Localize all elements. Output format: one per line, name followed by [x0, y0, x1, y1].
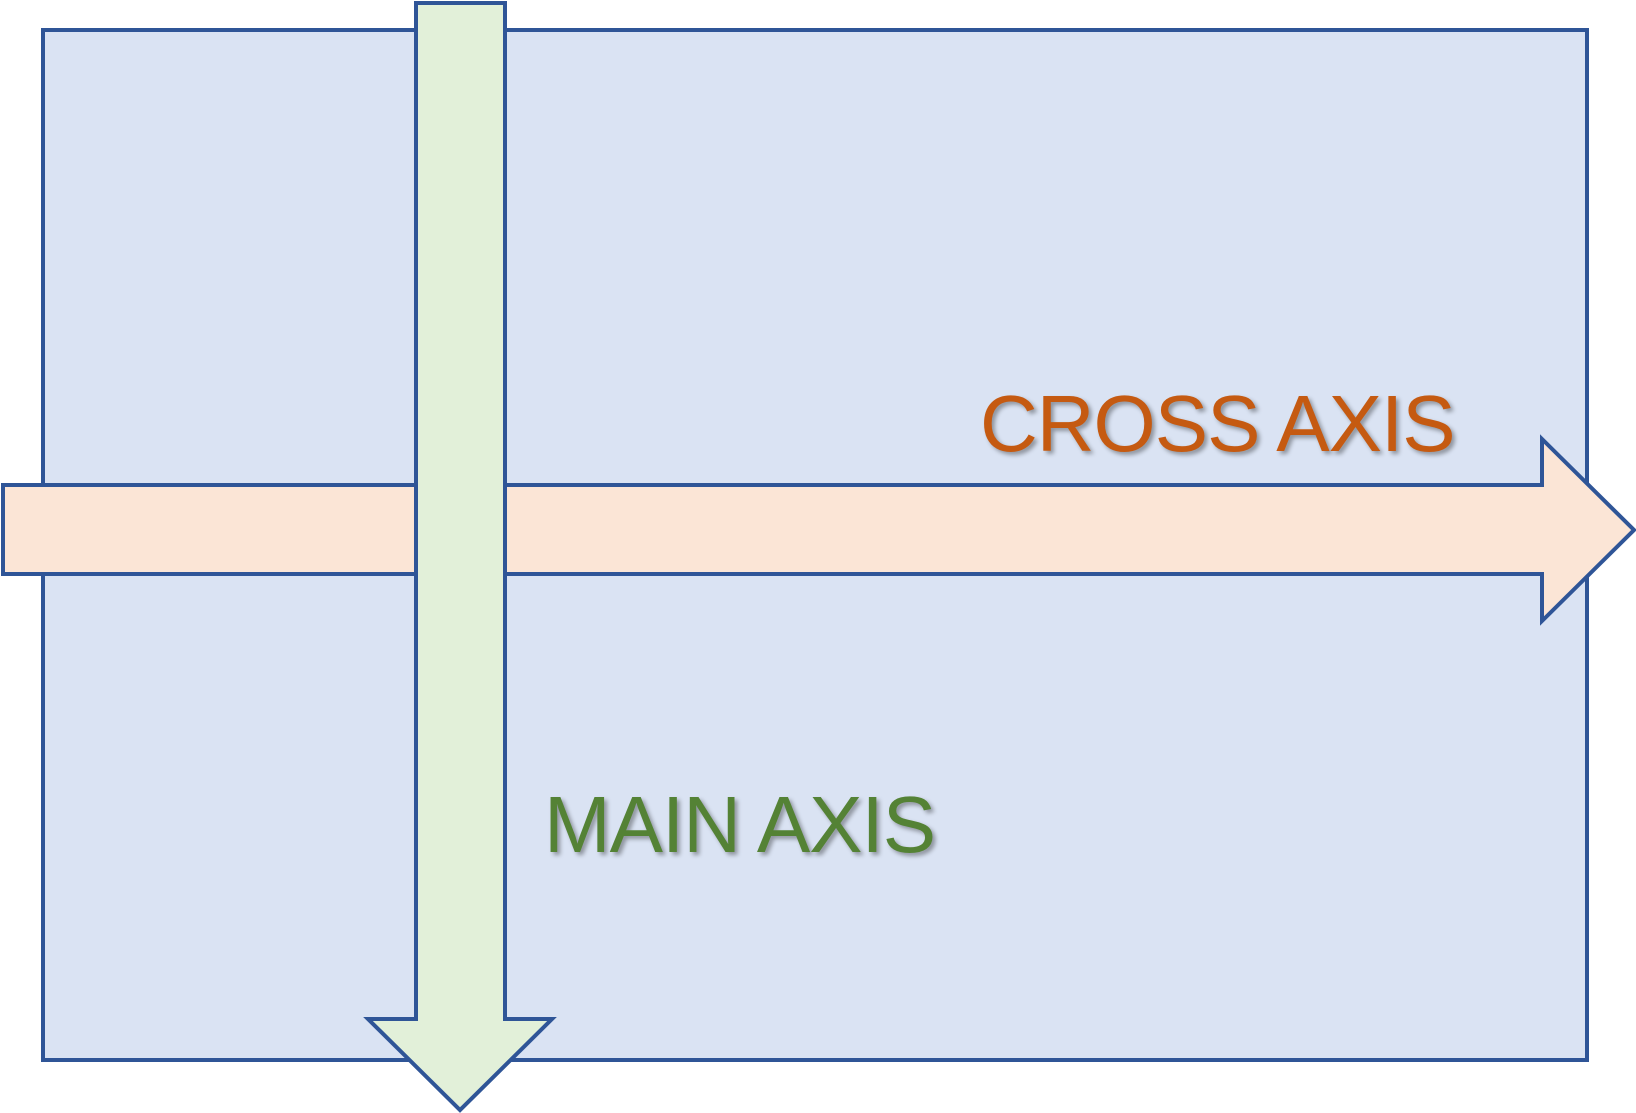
main-axis-label: MAIN AXIS: [544, 780, 935, 869]
cross-axis-label: CROSS AXIS: [980, 379, 1455, 468]
cross-axis-arrow: [1, 434, 1636, 626]
main-axis-arrow: [363, 1, 557, 1113]
